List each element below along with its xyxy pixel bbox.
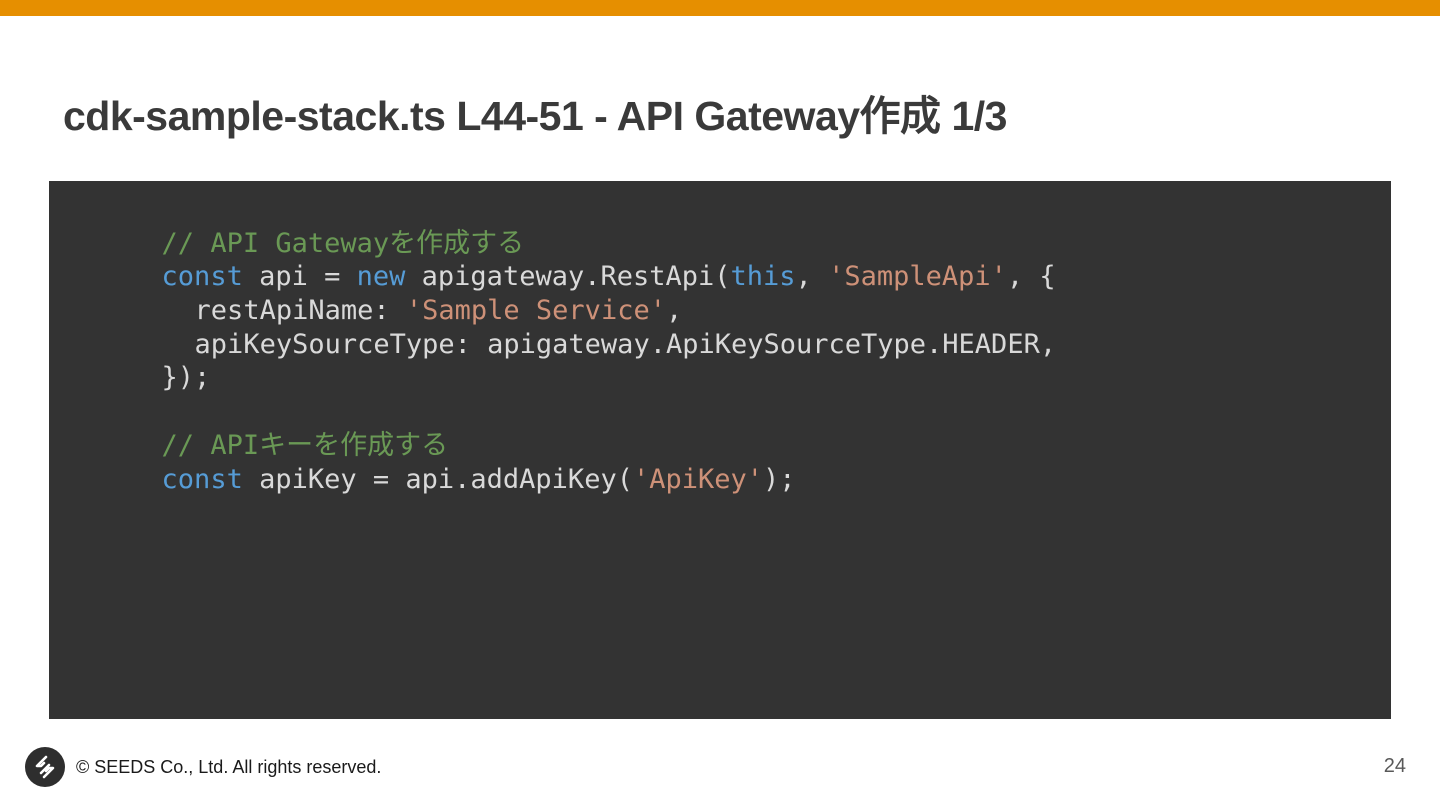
code-text: apiKey = api.addApiKey( [242,463,633,495]
slide-title: cdk-sample-stack.ts L44-51 - API Gateway… [63,93,1007,139]
code-comment: // API Gatewayを作成する [161,227,525,259]
code-keyword: new [356,261,406,293]
code-line: restApiName: 'Sample Service', [64,260,1391,326]
code-text: , { [1006,261,1056,293]
code-comment: // APIキーを作成する [161,429,449,461]
code-text: }); [161,362,211,394]
code-block: // API Gatewayを作成する const api = new apig… [49,181,1391,719]
seeds-logo-icon [25,747,65,787]
accent-bar [0,0,1440,16]
code-line: const api = new apigateway.RestApi(this,… [64,227,1391,292]
page-number: 24 [1383,755,1406,777]
code-line: // API Gatewayを作成する [64,193,1391,259]
code-text: apigateway.RestApi( [405,261,731,293]
code-text: api = [242,261,357,293]
code-line: const apiKey = api.addApiKey('ApiKey'); [64,429,1391,495]
code-string: 'SampleApi' [828,261,1007,293]
seeds-logo-glyph [35,755,55,779]
code-text: apiKeySourceType: apigateway.ApiKeySourc… [194,328,1057,360]
code-line: }); [64,328,1391,393]
code-text: ); [763,463,796,495]
code-keyword: const [161,463,243,495]
code-text: , [665,295,683,327]
code-string: 'Sample Service' [405,295,666,327]
code-text: , [795,261,829,293]
code-text: restApiName: [194,295,406,327]
code-keyword: this [730,261,796,293]
code-line-blank [64,361,1391,395]
code-keyword: const [161,261,243,293]
code-string: 'ApiKey' [632,463,764,495]
copyright-text: © SEEDS Co., Ltd. All rights reserved. [76,757,382,777]
code-line: // APIキーを作成する [64,395,1391,461]
code-line: apiKeySourceType: apigateway.ApiKeySourc… [64,294,1391,360]
